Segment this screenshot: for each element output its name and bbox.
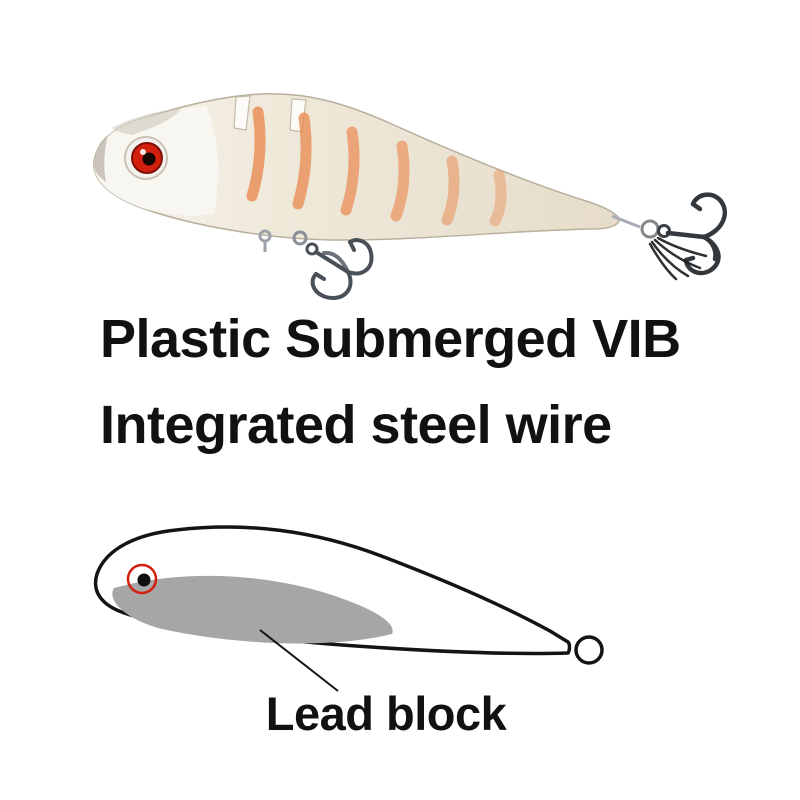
lure-diagram [93,525,604,692]
rear-feather [648,236,708,281]
orange-stripes [246,106,507,227]
rear-treble-hook-icon [665,192,727,276]
tail-wire [611,214,671,239]
lure-eye-icon [124,136,168,180]
lure-photo [93,93,727,301]
headline-line2: Integrated steel wire [100,395,612,455]
front-treble-hook-icon [292,230,374,301]
diagram-eye-icon [126,563,158,595]
diagram-label-lead-block: Lead block [265,687,507,740]
nose-shading [93,135,108,182]
line-tie-loop-icon [574,635,604,665]
belly-hanger [258,229,272,252]
lead-block [112,575,393,644]
lead-block-pointer-line [259,629,339,692]
head-shading [112,108,182,135]
headline-line1: Plastic Submerged VIB [100,309,681,369]
